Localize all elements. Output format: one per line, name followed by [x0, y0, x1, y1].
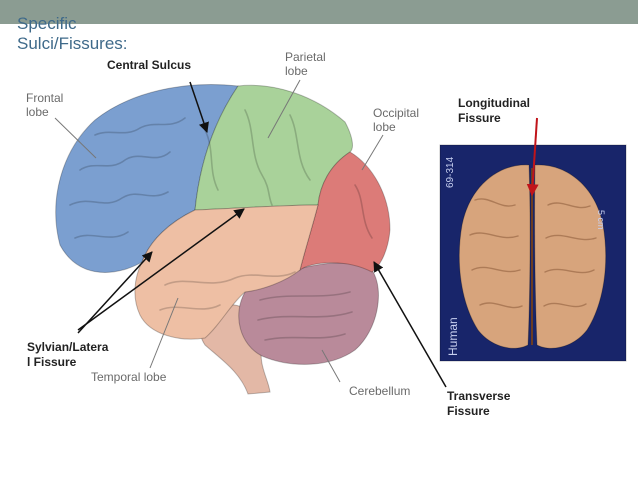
sylvian-arrow-upper [77, 208, 245, 331]
occipital-label-line-2: lobe [373, 120, 396, 134]
temporal-lobe [134, 204, 319, 340]
right-hemisphere [534, 164, 607, 349]
central-sulcus-label: Central Sulcus [107, 58, 192, 72]
photo-gyri [469, 198, 597, 309]
cerebellum-leader [321, 349, 341, 383]
occipital-label-line-1: Occipital [373, 106, 420, 120]
transverse-arrow [373, 261, 447, 388]
frontal-lobe-label: Frontal lobe [26, 91, 63, 119]
sylvian-arrow-lower [77, 251, 153, 334]
label-leaders [54, 79, 384, 383]
occipital-lobe-label: Occipital lobe [373, 106, 419, 134]
central-sulcus-arrow [189, 81, 209, 133]
sylvian-fissure-label: Sylvian/Latera l Fissure [27, 340, 108, 370]
parietal-label-line-2: lobe [285, 64, 308, 78]
parietal-lobe-label: Parietal lobe [285, 50, 326, 78]
longitudinal-fissure-label: Longitudinal Fissure [458, 96, 530, 126]
photo-panel [439, 144, 627, 362]
parietal-leader [267, 79, 301, 139]
gyri-lines [69, 109, 373, 341]
transverse-label-line-2: Fissure [447, 404, 490, 418]
frontal-leader [54, 117, 97, 159]
slide-title: Specific Sulci/Fissures: [17, 14, 128, 54]
frontal-label-line-1: Frontal [26, 91, 64, 105]
sylvian-label-line-2: l Fissure [27, 355, 77, 369]
transverse-label-line-1: Transverse [447, 389, 511, 403]
title-line-2: Sulci/Fissures: [17, 34, 128, 53]
occipital-leader [361, 134, 384, 171]
transverse-fissure-label: Transverse Fissure [447, 389, 510, 419]
cerebellum [238, 262, 379, 365]
longitudinal-arrow [526, 117, 539, 197]
photo-side-text: Human [446, 317, 460, 356]
sylvian-label-line-1: Sylvian/Latera [27, 340, 109, 354]
occipital-lobe [299, 151, 391, 273]
photo-id-text: 69-314 [445, 156, 456, 188]
longitudinal-label-line-1: Longitudinal [458, 96, 530, 110]
top-banner [0, 0, 638, 24]
frontal-label-line-2: lobe [26, 105, 49, 119]
temporal-leader [149, 297, 179, 369]
temporal-lobe-label: Temporal lobe [91, 370, 167, 384]
lateral-brain [55, 84, 391, 395]
cerebellum-label: Cerebellum [349, 384, 411, 398]
title-line-1: Specific [17, 14, 77, 33]
left-hemisphere [458, 164, 531, 349]
photo-scale-text: 5 cm [596, 210, 606, 230]
longitudinal-label-line-2: Fissure [458, 111, 501, 125]
callout-arrows [77, 81, 447, 388]
parietal-label-line-1: Parietal [285, 50, 326, 64]
